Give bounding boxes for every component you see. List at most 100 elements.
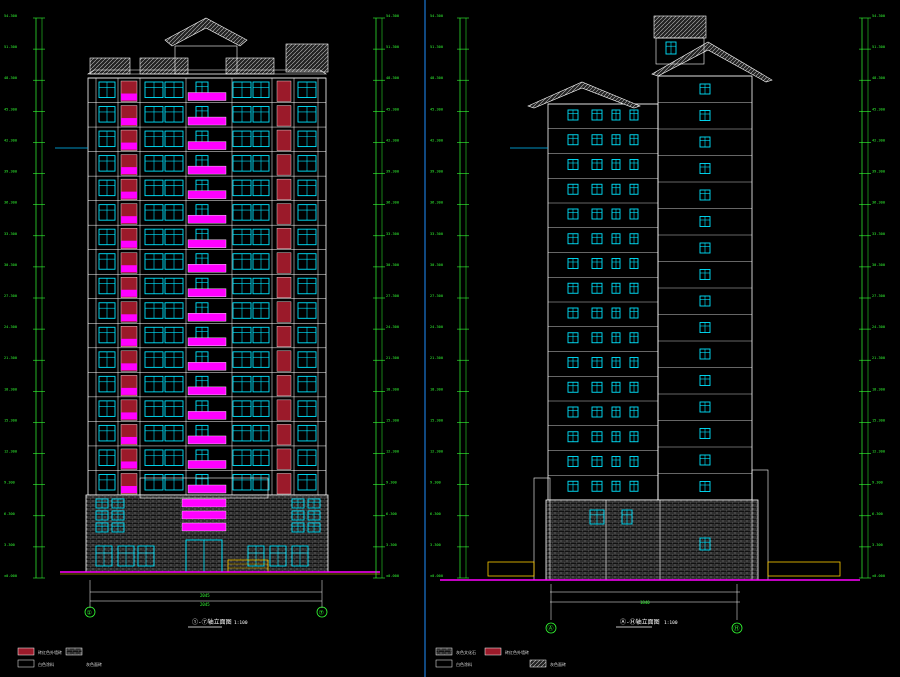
level-label: 54.300	[4, 14, 17, 18]
front-window	[252, 375, 270, 393]
side-window	[629, 456, 639, 467]
side-window	[699, 428, 711, 439]
front-window	[164, 204, 184, 221]
level-label: 51.300	[386, 45, 399, 49]
level-label: 36.300	[386, 201, 399, 205]
side-window	[629, 307, 639, 319]
front-parapet-left	[89, 57, 131, 75]
side-bottom-dimension: 1840	[640, 600, 650, 605]
front-parapet-right	[285, 43, 329, 73]
side-window	[611, 282, 621, 294]
front-parapet-mid-left	[139, 57, 189, 75]
front-window	[144, 302, 164, 319]
front-podium	[85, 494, 329, 573]
axis-markers: ① ⑦ Ⓐ Ⓗ	[84, 606, 743, 634]
front-brick-strip	[276, 252, 292, 274]
side-podium-window	[589, 509, 605, 525]
side-window	[611, 332, 621, 344]
front-window	[252, 253, 270, 270]
front-window	[232, 228, 252, 246]
side-window	[611, 381, 621, 393]
front-window	[98, 326, 116, 344]
front-window	[232, 449, 252, 466]
side-window	[629, 109, 639, 121]
side-window	[591, 406, 603, 418]
side-elevation	[440, 15, 860, 620]
side-window	[567, 307, 579, 319]
front-side-balcony	[121, 216, 137, 224]
front-brick-strip	[276, 424, 292, 446]
front-side-balcony	[121, 240, 137, 248]
front-podium-window	[111, 510, 125, 521]
level-label: 12.300	[4, 450, 17, 454]
side-fence-left	[487, 561, 535, 577]
side-window	[567, 381, 579, 393]
front-window	[232, 351, 252, 368]
side-window	[699, 189, 711, 201]
front-window	[144, 130, 164, 148]
level-label: 3.300	[386, 543, 397, 547]
level-label: ±0.000	[430, 574, 443, 578]
side-window	[591, 307, 603, 319]
side-window	[629, 134, 639, 146]
front-podium-window	[291, 510, 305, 521]
front-balcony	[187, 460, 227, 469]
level-label: 15.300	[4, 418, 17, 422]
level-label: 12.300	[386, 450, 399, 454]
front-brick-strip	[276, 326, 292, 348]
side-window	[699, 83, 711, 95]
side-window	[629, 431, 639, 443]
front-window	[98, 375, 116, 393]
front-window	[297, 302, 317, 319]
side-window	[611, 357, 621, 368]
side-window	[567, 456, 579, 467]
front-window	[297, 228, 317, 246]
front-side-balcony	[121, 265, 137, 273]
front-title-text: ①-⑦轴立面图	[192, 618, 232, 626]
front-window	[297, 179, 317, 197]
level-label: 45.300	[386, 107, 399, 111]
front-side-balcony	[121, 93, 137, 101]
side-window	[629, 183, 639, 195]
front-elevation-title: ①-⑦轴立面图 1:100	[188, 618, 248, 628]
front-window	[232, 474, 252, 491]
level-label: 51.300	[430, 45, 443, 49]
front-window	[164, 277, 184, 295]
legend-label: 砖红色外墙砖	[38, 649, 62, 655]
front-brick-strip	[276, 105, 292, 127]
front-window	[232, 375, 252, 393]
legend-swatch-hatch	[435, 647, 453, 656]
level-label: 9.300	[430, 481, 441, 485]
front-balcony	[187, 116, 227, 126]
front-side-balcony	[121, 191, 137, 199]
side-window	[665, 41, 677, 55]
front-brick-strip	[276, 399, 292, 421]
front-shopfront	[95, 545, 113, 567]
side-window	[699, 163, 711, 174]
front-window	[232, 277, 252, 295]
front-balcony	[187, 92, 227, 101]
legend-swatch-white	[435, 659, 453, 668]
front-window	[252, 130, 270, 148]
front-brick-strip	[276, 277, 292, 298]
level-label: 54.300	[430, 14, 443, 18]
front-podium-window	[111, 498, 125, 509]
front-podium-window	[291, 522, 305, 533]
side-window	[567, 233, 579, 245]
side-low-roof	[527, 81, 641, 109]
side-window	[591, 480, 603, 492]
side-window	[699, 322, 711, 333]
front-window	[297, 81, 317, 98]
front-window	[98, 424, 116, 442]
side-window	[699, 481, 711, 492]
level-label: 39.300	[386, 170, 399, 174]
level-label: 51.300	[872, 45, 885, 49]
side-title-text: Ⓐ-Ⓗ轴立面图	[620, 618, 660, 626]
side-window	[591, 109, 603, 121]
front-window	[297, 106, 317, 123]
front-window	[252, 449, 270, 466]
front-side-balcony	[121, 387, 137, 395]
front-podium-window	[95, 522, 109, 533]
front-window	[98, 302, 116, 319]
side-window	[629, 208, 639, 220]
